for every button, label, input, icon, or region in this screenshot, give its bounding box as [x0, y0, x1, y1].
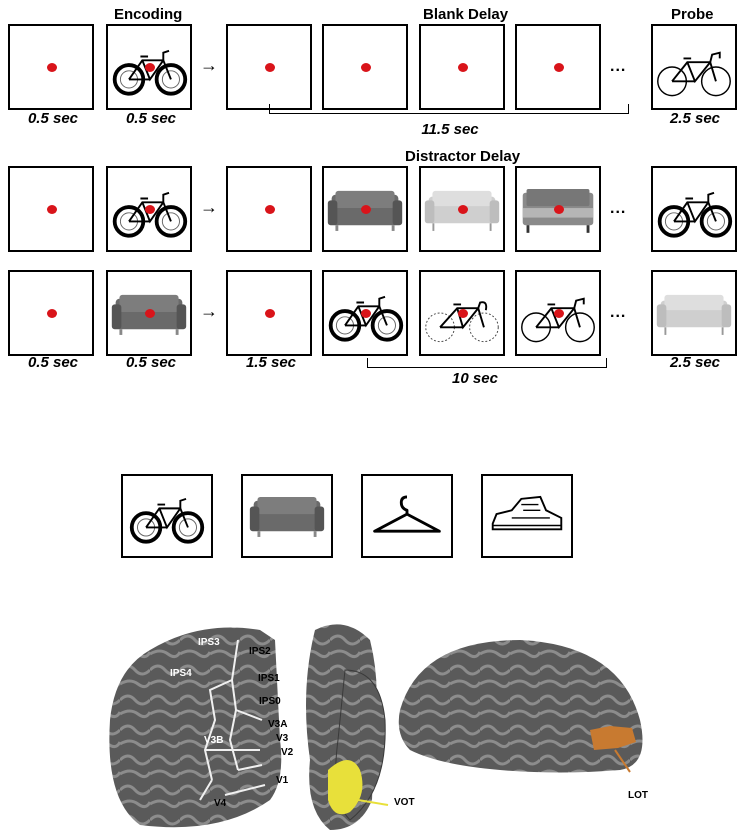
arrow-icon: →	[200, 197, 218, 217]
fixation-dot	[554, 205, 564, 214]
row2-distractor-frame-2	[419, 166, 505, 252]
cruiser-bicycle-image	[656, 51, 732, 97]
row3-distractor-frame-3	[515, 270, 601, 356]
blank-delay-header: Blank Delay	[423, 6, 509, 23]
row1-delay-time: 11.5 sec	[421, 121, 479, 138]
roi-label-v3b: V3B	[204, 735, 224, 746]
fixation-dot	[47, 63, 57, 72]
roi-label-v3: V3	[276, 733, 289, 744]
row1-probe-time: 2.5 sec	[669, 110, 721, 127]
row2-isi-frame	[226, 166, 312, 252]
row3-isi-frame	[226, 270, 312, 356]
row2-sample-frame	[106, 166, 192, 252]
row2-probe-frame	[651, 166, 737, 252]
row3-isi-time: 1.5 sec	[245, 354, 297, 371]
fixation-dot	[265, 309, 275, 318]
lot-region	[590, 726, 636, 750]
row3-probe-frame	[651, 270, 737, 356]
roi-label-ips4: IPS4	[170, 668, 192, 679]
fixation-dot	[47, 205, 57, 214]
fixation-dot	[554, 309, 564, 318]
encoding-header: Encoding	[114, 6, 183, 23]
row3-distractor-frame-1	[322, 270, 408, 356]
fixation-dot	[361, 205, 371, 214]
row1-fixation-time: 0.5 sec	[27, 110, 79, 127]
vot-arrow-icon	[357, 799, 389, 806]
fixation-dot	[265, 205, 275, 214]
category-sofa-frame	[241, 474, 333, 558]
sofa-image	[656, 294, 732, 335]
vot-region	[328, 760, 363, 815]
probe-header: Probe	[671, 6, 714, 23]
lateral-surface	[398, 640, 643, 773]
fixation-dot	[458, 63, 468, 72]
row3-delay-bracket	[367, 358, 607, 368]
fixation-dot	[265, 63, 275, 72]
ellipsis: ...	[610, 304, 627, 321]
row1-sample-time: 0.5 sec	[125, 110, 177, 127]
row3-distractor-frame-2	[419, 270, 505, 356]
row2-distractor-frame-3	[515, 166, 601, 252]
brain-surface-figure	[109, 624, 643, 830]
fixation-dot	[145, 205, 155, 214]
category-bicycle-frame	[121, 474, 213, 558]
sneaker-image	[491, 495, 563, 531]
fixation-dot	[145, 63, 155, 72]
row1-fixation-frame	[8, 24, 94, 110]
occipital-surface	[109, 627, 282, 828]
row1-delay-frame-4	[515, 24, 601, 110]
row1-delay-frame-1	[226, 24, 312, 110]
distractor-delay-header: Distractor Delay	[405, 148, 521, 165]
row3-sample-frame	[106, 270, 192, 356]
fixation-dot	[361, 63, 371, 72]
fixation-dot	[554, 63, 564, 72]
row3-delay-time: 10 sec	[452, 370, 498, 387]
roi-label-ips2: IPS2	[249, 646, 271, 657]
ellipsis: ...	[610, 200, 627, 217]
category-shoe-frame	[481, 474, 573, 558]
fixation-dot	[458, 309, 468, 318]
roi-label-v4: V4	[214, 798, 227, 809]
row2-fixation-frame	[8, 166, 94, 252]
bicycle-image	[657, 190, 733, 238]
row1-delay-frame-2	[322, 24, 408, 110]
roi-label-ips0: IPS0	[259, 696, 281, 707]
ellipsis: ...	[610, 58, 627, 75]
row3-probe-time: 2.5 sec	[669, 354, 721, 371]
bicycle-image	[129, 496, 205, 544]
hanger-image	[373, 495, 441, 533]
fixation-dot	[145, 309, 155, 318]
row3-sample-time: 0.5 sec	[125, 354, 177, 371]
roi-label-v2: V2	[281, 747, 294, 758]
fixation-dot	[458, 205, 468, 214]
row1-delay-frame-3	[419, 24, 505, 110]
row1-delay-bracket	[269, 104, 629, 114]
roi-label-v3a: V3A	[268, 719, 288, 730]
lot-arrow-icon	[614, 749, 631, 773]
roi-label-ips1: IPS1	[258, 673, 280, 684]
roi-label-ips3: IPS3	[198, 637, 220, 648]
arrow-icon: →	[200, 55, 218, 75]
category-hanger-frame	[361, 474, 453, 558]
row3-fixation-frame	[8, 270, 94, 356]
sofa-image	[249, 496, 325, 537]
roi-label-v1: V1	[276, 775, 289, 786]
roi-label-lot: LOT	[628, 790, 648, 801]
arrow-icon: →	[200, 301, 218, 321]
roi-boundaries	[199, 639, 266, 801]
row1-probe-frame	[651, 24, 737, 110]
fixation-dot	[361, 309, 371, 318]
row3-fixation-time: 0.5 sec	[27, 354, 79, 371]
fixation-dot	[47, 309, 57, 318]
row2-distractor-frame-1	[322, 166, 408, 252]
roi-label-vot: VOT	[394, 797, 415, 808]
row1-sample-frame	[106, 24, 192, 110]
